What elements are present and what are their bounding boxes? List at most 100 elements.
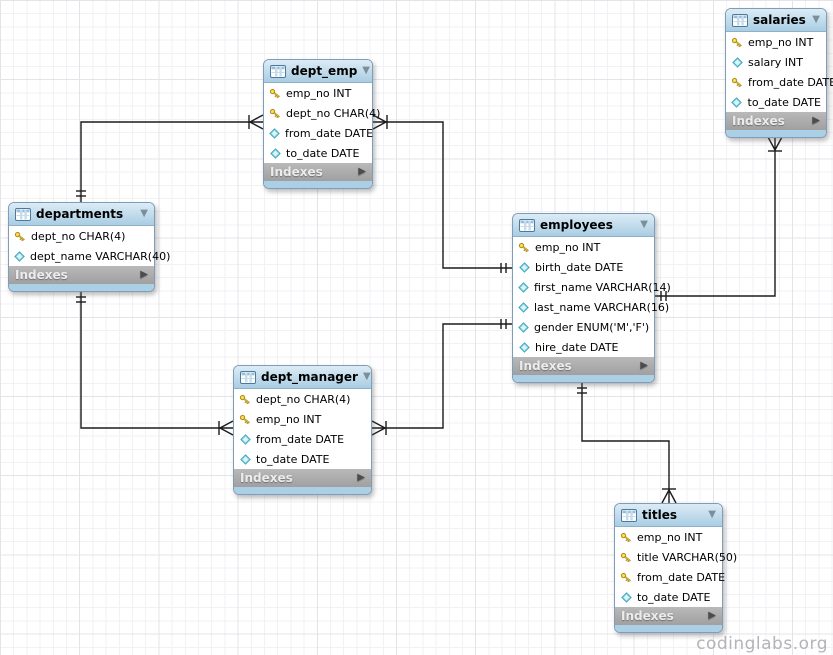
indexes-label: Indexes <box>270 165 323 179</box>
column-definition: from_date DATE <box>256 432 345 446</box>
column-row[interactable]: last_name VARCHAR(16) <box>513 297 669 317</box>
column-row[interactable]: emp_no INT <box>726 32 826 52</box>
table-footer <box>615 625 722 632</box>
table-header[interactable]: titles▼ <box>615 504 722 527</box>
relationship-dept_manager-employees[interactable] <box>371 319 512 436</box>
column-definition: from_date DATE <box>748 75 833 89</box>
column-list: dept_no CHAR(4) dept_name VARCHAR(40) <box>9 226 170 266</box>
expand-arrow-icon[interactable]: ▶ <box>357 472 365 483</box>
column-row[interactable]: to_date DATE <box>264 143 372 163</box>
table-icon <box>240 370 256 384</box>
relationship-departments-dept_manager[interactable] <box>76 291 234 436</box>
indexes-row[interactable]: Indexes ▶ <box>726 112 826 130</box>
column-diamond-icon <box>269 147 281 159</box>
column-definition: dept_name VARCHAR(40) <box>30 249 171 263</box>
column-row[interactable]: dept_no CHAR(4) <box>234 389 371 409</box>
indexes-row[interactable]: Indexes▶ <box>9 266 154 284</box>
expand-arrow-icon[interactable]: ▶ <box>358 166 366 177</box>
column-diamond-icon <box>731 56 743 68</box>
column-row[interactable]: dept_no CHAR(4) <box>264 103 380 123</box>
table-icon <box>519 218 535 232</box>
column-row[interactable]: salary INT <box>726 52 826 72</box>
column-row[interactable]: from_date DATE <box>726 72 833 92</box>
column-definition: emp_no INT <box>256 412 322 426</box>
column-row[interactable]: to_date DATE <box>726 92 826 112</box>
watermark: codinglabs.org <box>696 634 828 654</box>
table-dept_manager[interactable]: dept_manager ▼ dept_no CHAR(4) emp_no INT fr… <box>233 365 372 495</box>
indexes-label: Indexes <box>732 114 785 128</box>
relationship-dept_emp-employees[interactable] <box>372 114 512 273</box>
expand-arrow-icon[interactable]: ▶ <box>812 115 820 126</box>
column-diamond-icon <box>518 261 530 273</box>
column-row[interactable]: dept_name VARCHAR(40) <box>9 246 170 266</box>
column-row[interactable]: dept_no CHAR(4) <box>9 226 154 246</box>
column-row[interactable]: birth_date DATE <box>513 257 654 277</box>
table-header[interactable]: dept_emp ▼ <box>264 60 372 83</box>
indexes-row[interactable]: Indexes▶ <box>234 469 371 487</box>
column-row[interactable]: from_date DATE <box>615 567 726 587</box>
table-salaries[interactable]: salaries ▼ emp_no INT salary INT from_date D… <box>725 8 833 138</box>
column-row[interactable]: title VARCHAR(50) <box>615 547 737 567</box>
column-row[interactable]: gender ENUM('M','F') <box>513 317 654 337</box>
table-header[interactable]: dept_manager ▼ <box>234 366 371 389</box>
column-row[interactable]: from_date DATE <box>264 123 374 143</box>
table-employees[interactable]: employees▼emp_no INT birth_date DATE first… <box>512 213 671 383</box>
column-definition: from_date DATE <box>637 570 726 584</box>
collapse-arrow-icon[interactable]: ▼ <box>362 371 371 382</box>
collapse-arrow-icon[interactable]: ▼ <box>140 208 148 219</box>
table-footer <box>726 130 826 137</box>
expand-arrow-icon[interactable]: ▶ <box>708 610 716 621</box>
primary-key-icon <box>731 76 743 89</box>
collapse-arrow-icon[interactable]: ▼ <box>640 219 648 230</box>
column-definition: from_date DATE <box>285 126 374 140</box>
column-row[interactable]: emp_no INT <box>513 237 654 257</box>
indexes-row[interactable]: Indexes ▶ <box>264 163 372 181</box>
column-diamond-icon <box>620 591 632 603</box>
relationship-dept_emp-departments[interactable] <box>76 114 264 202</box>
column-definition: emp_no INT <box>748 35 814 49</box>
column-row[interactable]: emp_no INT <box>234 409 371 429</box>
column-diamond-icon <box>269 127 280 139</box>
column-list: emp_no INT title VARCHAR(50) from_date DAT… <box>615 527 737 607</box>
column-diamond-icon <box>239 433 251 445</box>
expand-arrow-icon[interactable]: ▶ <box>640 360 648 371</box>
table-footer <box>234 487 371 494</box>
table-header[interactable]: departments▼ <box>9 203 154 226</box>
collapse-arrow-icon[interactable]: ▼ <box>362 65 370 76</box>
primary-key-icon <box>269 107 281 120</box>
table-header[interactable]: salaries ▼ <box>726 9 826 32</box>
indexes-row[interactable]: Indexes▶ <box>513 357 654 375</box>
column-row[interactable]: to_date DATE <box>615 587 722 607</box>
table-header[interactable]: employees▼ <box>513 214 654 237</box>
column-row[interactable]: emp_no INT <box>615 527 722 547</box>
column-row[interactable]: emp_no INT <box>264 83 372 103</box>
table-title: dept_emp <box>291 64 358 78</box>
column-diamond-icon <box>518 341 530 353</box>
primary-key-icon <box>731 36 743 49</box>
column-row[interactable]: hire_date DATE <box>513 337 654 357</box>
column-diamond-icon <box>518 321 529 333</box>
column-definition: emp_no INT <box>637 530 703 544</box>
table-departments[interactable]: departments▼dept_no CHAR(4) dept_name VAR… <box>8 202 170 292</box>
table-titles[interactable]: titles▼ emp_no INT title VARCHAR(50) from_d… <box>614 503 737 633</box>
table-title: salaries <box>753 13 806 27</box>
column-row[interactable]: to_date DATE <box>234 449 371 469</box>
column-definition: birth_date DATE <box>535 260 624 274</box>
column-row[interactable]: first_name VARCHAR(14) <box>513 277 671 297</box>
column-diamond-icon <box>518 301 529 313</box>
collapse-arrow-icon[interactable]: ▼ <box>812 14 820 25</box>
column-row[interactable]: from_date DATE <box>234 429 371 449</box>
collapse-arrow-icon[interactable]: ▼ <box>708 509 716 520</box>
relationship-salaries-employees[interactable] <box>655 136 783 301</box>
indexes-row[interactable]: Indexes ▶ <box>615 607 722 625</box>
indexes-label: Indexes <box>621 609 674 623</box>
column-definition: title VARCHAR(50) <box>637 550 738 564</box>
table-title: dept_manager <box>261 370 358 384</box>
relationship-employees-titles[interactable] <box>577 382 677 504</box>
primary-key-icon <box>620 551 632 564</box>
column-definition: first_name VARCHAR(14) <box>534 280 671 294</box>
expand-arrow-icon[interactable]: ▶ <box>140 269 148 280</box>
